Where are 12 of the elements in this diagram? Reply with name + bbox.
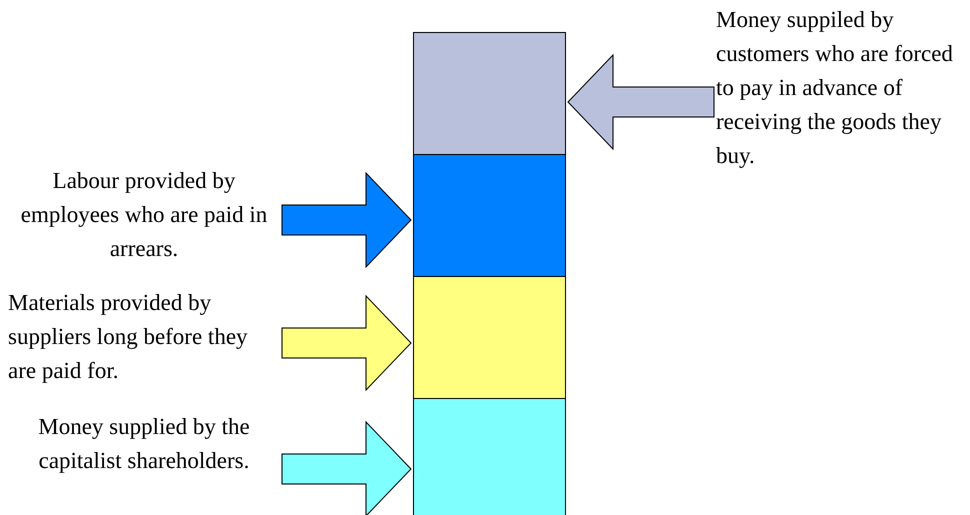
description-text: Materials provided by suppliers long before they are paid for. [8,289,249,385]
block-arrow [282,172,412,268]
stacked-bar-segment [413,154,566,277]
stacked-bar-segment [413,32,566,155]
block-arrow [567,54,714,150]
description-text: Labour provided by employees who are paid in arrears. [20,167,268,263]
block-arrow [282,420,412,515]
block-arrow [282,294,412,392]
description-text: Money supplied by the capitalist shareholders. [37,413,251,475]
stacked-bar-segment [413,398,566,515]
description-text: Money suppiled by customers who are forced to pay in advance of receiving the goods they buy. [716,6,954,170]
stacked-bar-segment [413,276,566,399]
